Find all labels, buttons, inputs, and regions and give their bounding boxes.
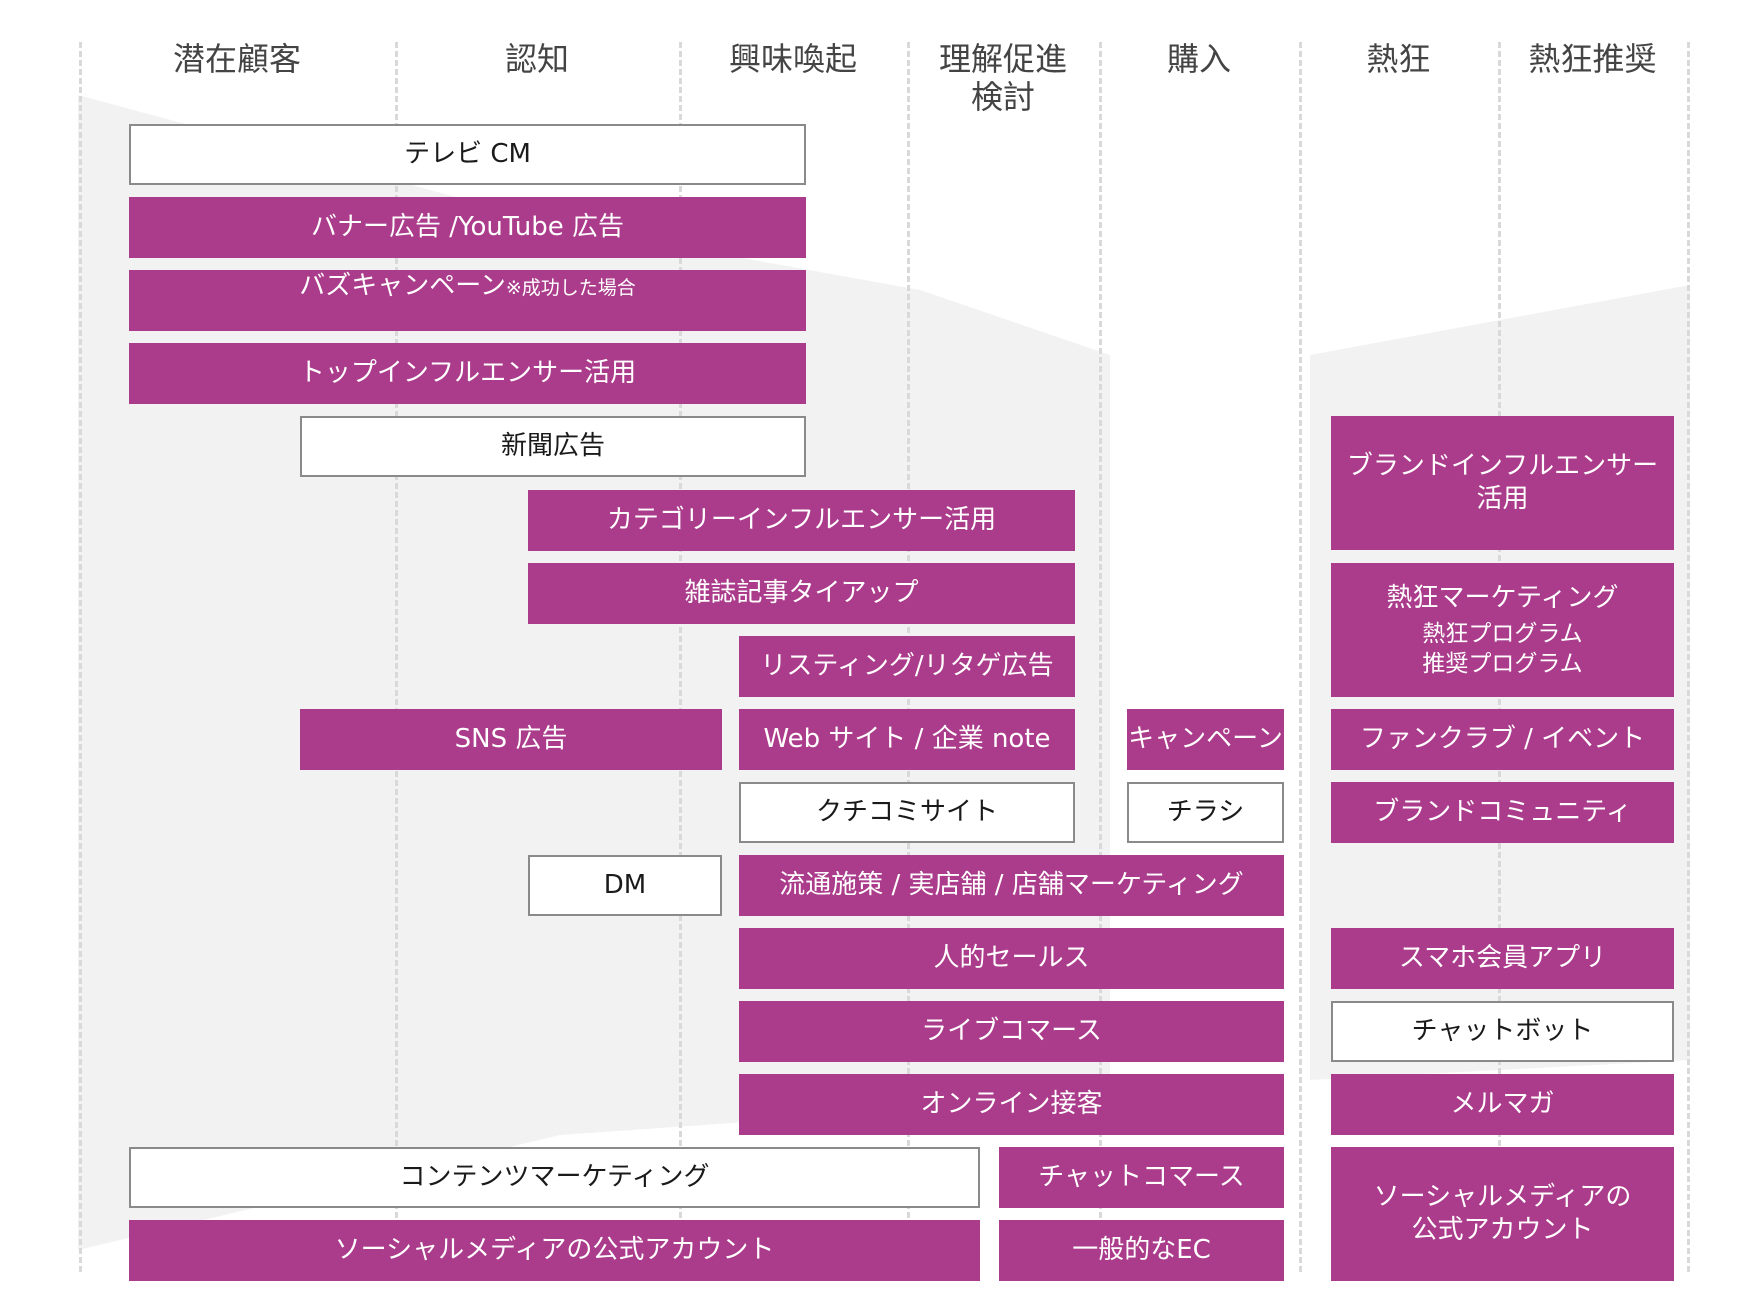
tactic-label: ソーシャルメディアの公式アカウント [334, 1235, 775, 1265]
tactic-label: DM [603, 870, 647, 900]
tactic-retail-marketing: 流通施策 / 実店舗 / 店舗マーケティング [739, 855, 1284, 916]
tactic-sns-ads: SNS 広告 [300, 709, 722, 770]
tactic-sub-label: 熱狂プログラム [1422, 620, 1583, 647]
tactic-label: 公式アカウント [1411, 1215, 1594, 1245]
tactic-label: 人的セールス [933, 943, 1090, 973]
tactic-label: Web サイト / 企業 note [763, 724, 1051, 754]
tactic-newspaper: 新聞広告 [300, 416, 806, 477]
tactic-label: 雑誌記事タイアップ [684, 578, 919, 608]
tactic-chatbot: チャットボット [1331, 1001, 1674, 1062]
tactic-online-service: オンライン接客 [739, 1074, 1284, 1135]
tactic-sub-label: 推奨プログラム [1422, 650, 1583, 677]
tactic-social-official-account: ソーシャルメディアの公式アカウント [129, 1220, 980, 1281]
tactic-label: スマホ会員アプリ [1398, 943, 1607, 973]
tactic-label: ライブコマース [921, 1016, 1102, 1046]
tactic-review-site: クチコミサイト [739, 782, 1075, 843]
tactic-label: メルマガ [1450, 1089, 1555, 1119]
tactic-label: チャットボット [1411, 1016, 1594, 1046]
stage-divider [1099, 42, 1102, 1272]
tactic-listing-retarget: リスティング/リタゲ広告 [739, 636, 1075, 697]
tactic-fanclub-event: ファンクラブ / イベント [1331, 709, 1674, 770]
stage-divider [679, 42, 682, 1272]
stage-divider [395, 42, 398, 1272]
tactic-label: 一般的なEC [1072, 1235, 1211, 1265]
tactic-label: ブランドインフルエンサー [1346, 451, 1659, 481]
tactic-chat-commerce: チャットコマース [999, 1147, 1284, 1208]
tactic-label: 熱狂マーケティング [1386, 582, 1619, 613]
tactic-banner-youtube: バナー広告 /YouTube 広告 [129, 197, 806, 258]
stage-interest: 興味喚起 [728, 40, 857, 78]
stage-latent-customer: 潜在顧客 [172, 40, 301, 78]
tactic-label: ソーシャルメディアの [1373, 1182, 1632, 1212]
tactic-label: 活用 [1476, 484, 1529, 514]
tactic-brand-influencer: ブランドインフルエンサー 活用 [1331, 416, 1674, 550]
tactic-social-official-account-right: ソーシャルメディアの 公式アカウント [1331, 1147, 1674, 1281]
tactic-website-note: Web サイト / 企業 note [739, 709, 1075, 770]
tactic-tv-cm: テレビ CM [129, 124, 806, 185]
tactic-label: バズキャンペーン [299, 271, 506, 301]
tactic-campaign: キャンペーン [1127, 709, 1284, 770]
tactic-label: チラシ [1166, 797, 1245, 827]
tactic-label: テレビ CM [404, 139, 531, 169]
tactic-label: SNS 広告 [454, 724, 568, 754]
stage-divider [1687, 42, 1690, 1272]
tactic-flyer: チラシ [1127, 782, 1284, 843]
tactic-label: キャンペーン [1128, 724, 1283, 754]
tactic-note: ※成功した場合 [505, 277, 636, 299]
tactic-dm: DM [528, 855, 722, 916]
tactic-label: バナー広告 /YouTube 広告 [310, 212, 625, 242]
stage-enthusiast-advocacy: 熱狂推奨 [1528, 40, 1657, 78]
tactic-personal-sales: 人的セールス [739, 928, 1284, 989]
stage-awareness: 認知 [504, 40, 569, 78]
tactic-label: トップインフルエンサー活用 [298, 358, 637, 388]
tactic-fan-marketing: 熱狂マーケティング 熱狂プログラム 推奨プログラム [1331, 563, 1674, 697]
stage-purchase: 購入 [1166, 40, 1231, 78]
tactic-buzz-campaign: バズキャンペーン ※成功した場合 [129, 270, 806, 331]
tactic-category-influencer: カテゴリーインフルエンサー活用 [528, 490, 1075, 551]
tactic-label: オンライン接客 [920, 1089, 1103, 1119]
tactic-label: リスティング/リタゲ広告 [760, 651, 1054, 681]
tactic-label: カテゴリーインフルエンサー活用 [606, 505, 997, 535]
tactic-live-commerce: ライブコマース [739, 1001, 1284, 1062]
tactic-top-influencer: トップインフルエンサー活用 [129, 343, 806, 404]
tactic-general-ec: 一般的なEC [999, 1220, 1284, 1281]
tactic-smartphone-app: スマホ会員アプリ [1331, 928, 1674, 989]
stage-divider [79, 42, 82, 1272]
stage-consideration: 理解促進 検討 [938, 40, 1067, 116]
tactic-label: クチコミサイト [815, 797, 998, 827]
tactic-label: ブランドコミュニティ [1373, 797, 1632, 827]
stage-enthusiasm: 熱狂 [1366, 40, 1431, 78]
tactic-content-marketing: コンテンツマーケティング [129, 1147, 980, 1208]
stage-divider [1299, 42, 1302, 1272]
tactic-brand-community: ブランドコミュニティ [1331, 782, 1674, 843]
tactic-label: コンテンツマーケティング [399, 1162, 710, 1192]
tactic-mail-magazine: メルマガ [1331, 1074, 1674, 1135]
tactic-label: ファンクラブ / イベント [1359, 724, 1646, 754]
tactic-label: 流通施策 / 実店舗 / 店舗マーケティング [779, 870, 1244, 900]
tactic-label: チャットコマース [1038, 1162, 1245, 1192]
tactic-magazine-tieup: 雑誌記事タイアップ [528, 563, 1075, 624]
tactic-label: 新聞広告 [500, 431, 605, 461]
